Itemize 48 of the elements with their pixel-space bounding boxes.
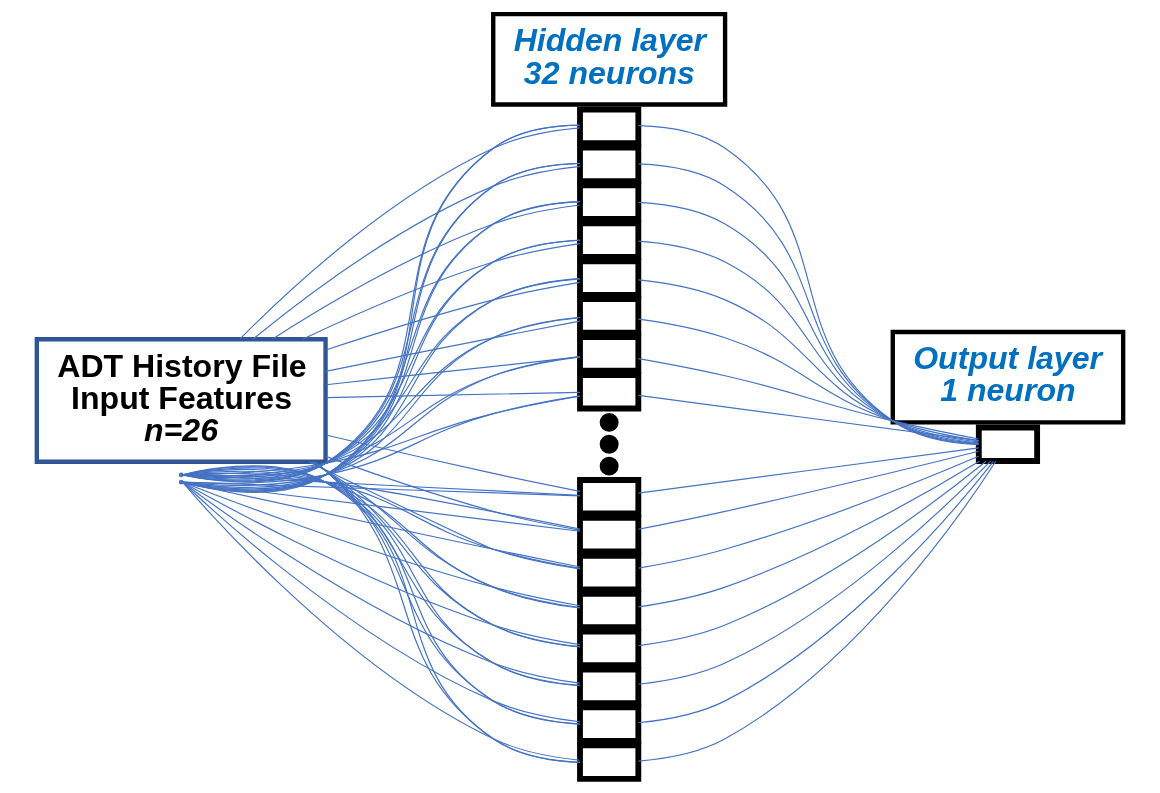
- connector: [325, 281, 581, 351]
- node-box: [577, 552, 642, 593]
- connector: [637, 460, 980, 608]
- node-box: [577, 144, 642, 184]
- node-box: Hidden layer 32 neurons: [491, 11, 728, 107]
- connector: [637, 394, 980, 442]
- connector: [311, 461, 581, 648]
- node-box: [577, 372, 642, 412]
- connector: [637, 460, 992, 685]
- node-box: [577, 590, 642, 631]
- node-box: [577, 258, 642, 298]
- connector: [325, 391, 581, 399]
- connector: [637, 447, 980, 494]
- connector: [325, 434, 581, 492]
- connector: [239, 127, 581, 340]
- connector: [637, 279, 979, 443]
- node-box: ADT History File Input Features n=26: [34, 337, 328, 464]
- node-box: [577, 296, 642, 336]
- node-box: Output layer 1 neuron: [890, 329, 1126, 425]
- connector: [637, 318, 979, 442]
- node-circle: [599, 434, 619, 454]
- node-box: [577, 477, 642, 517]
- node-circle: [599, 456, 619, 476]
- node-box: [577, 628, 642, 669]
- connector: [325, 320, 581, 372]
- node-box: [577, 704, 642, 744]
- connector: [325, 455, 581, 531]
- connector: [182, 474, 581, 530]
- node-box: [577, 514, 642, 555]
- node-point: [178, 479, 184, 485]
- connector: [637, 358, 979, 440]
- connector: [638, 455, 980, 569]
- connector: [302, 243, 581, 340]
- connector: [271, 204, 581, 340]
- node-box: [577, 106, 642, 147]
- connector: [309, 461, 581, 609]
- node-box: [577, 334, 642, 374]
- connector: [252, 165, 581, 340]
- connector: [638, 460, 987, 647]
- node-box: [975, 424, 1041, 464]
- node-box: [577, 666, 642, 706]
- node-box: [577, 742, 642, 782]
- connector: [637, 240, 979, 444]
- node-circle: [599, 412, 619, 432]
- node-point: [178, 472, 184, 478]
- node-box: [577, 182, 642, 222]
- connector: [637, 450, 980, 530]
- node-box: [577, 220, 642, 260]
